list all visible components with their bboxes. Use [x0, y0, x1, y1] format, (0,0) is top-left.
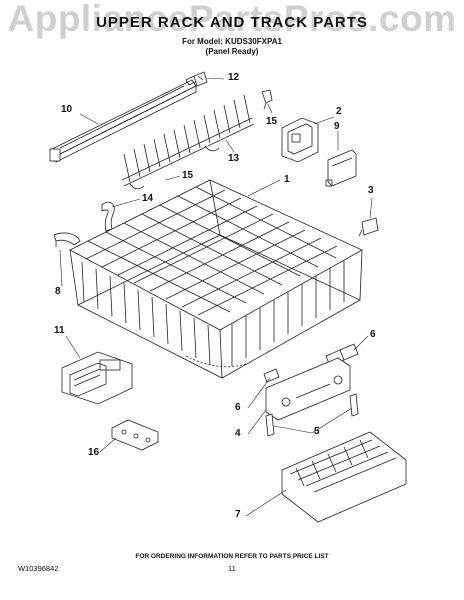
watermark-text: AppliancePartsPros.com: [7, 0, 457, 39]
adjuster-cover-illustration: [325, 149, 357, 187]
model-line: For Model: KUDS30FXPA1: [182, 37, 282, 46]
rack-wheel-clip-illustration: [53, 232, 81, 247]
stem-clip-illustration: [265, 413, 275, 437]
callout-5: 5: [314, 426, 320, 437]
left-adjuster-illustration: [61, 351, 133, 405]
callout-1: 1: [284, 174, 290, 185]
tine-row-illustration: [121, 94, 255, 190]
lower-clip-illustration: [263, 368, 280, 383]
callout-11: 11: [54, 325, 65, 336]
callout-8: 8: [55, 286, 61, 297]
callout-3: 3: [368, 185, 374, 196]
callout-12: 12: [228, 72, 240, 83]
page-number: 11: [228, 564, 236, 573]
rack-clip-illustration: [358, 217, 379, 237]
page-title: UPPER RACK AND TRACK PARTS: [96, 14, 368, 31]
wheel-carrier-illustration: [265, 357, 351, 421]
callout-6-upper: 6: [370, 329, 376, 340]
stem-clip-illustration-right: [349, 393, 359, 417]
callout-2: 2: [336, 106, 342, 117]
callout-6-lower: 6: [235, 402, 241, 413]
upper-rack-basket-illustration: [69, 179, 363, 379]
callout-14: 13: [228, 153, 240, 164]
cup-shelf-illustration: [281, 431, 407, 523]
document-part-number: W10396842: [18, 564, 59, 573]
callout-16: 16: [88, 447, 100, 458]
track-stop-illustration: [193, 71, 208, 87]
callout-4: 4: [235, 428, 241, 439]
ordering-note: FOR ORDERING INFORMATION REFER TO PARTS …: [135, 553, 329, 560]
clip-illustration: [261, 89, 273, 110]
track-rail-illustration: [49, 75, 198, 163]
rack-stop-illustration: [111, 419, 159, 451]
adjuster-housing-illustration: [281, 117, 319, 163]
callout-10: 10: [61, 104, 73, 115]
callout-7: 7: [235, 509, 241, 520]
callout-9: 9: [334, 121, 340, 132]
callout-15-top: 15: [266, 116, 278, 127]
variant-line: (Panel Ready): [205, 47, 259, 56]
callout-15-middle: 15: [182, 170, 194, 181]
left-clip-illustration: [101, 201, 115, 232]
callout-13: 14: [142, 193, 154, 204]
